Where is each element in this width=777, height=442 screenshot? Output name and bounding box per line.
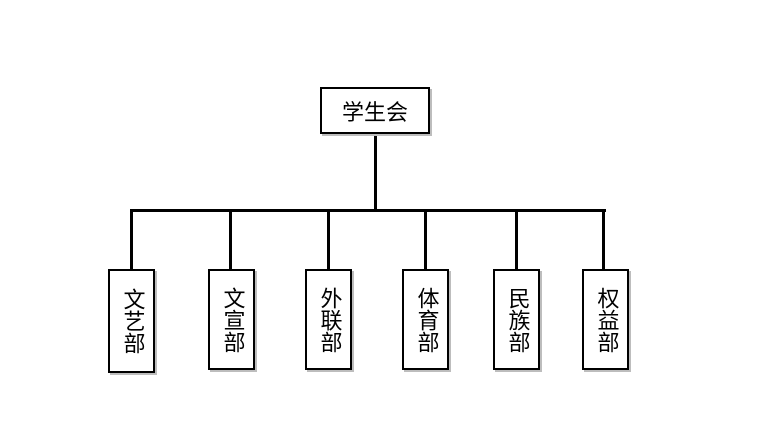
department-label: 文宣部 [219,286,245,353]
department-label: 权益部 [593,286,619,353]
department-node: 外联部 [305,269,352,370]
root-connector-line [374,133,377,211]
branch-line-5 [515,211,518,271]
branch-line-3 [327,211,330,271]
department-label: 民族部 [504,286,530,353]
department-node: 文宣部 [208,269,255,370]
branch-line-4 [424,211,427,271]
branch-line-6 [602,211,605,271]
department-label: 体育部 [413,286,439,353]
branch-line-1 [130,211,133,271]
department-label: 外联部 [316,286,342,353]
root-node: 学生会 [320,87,430,134]
horizontal-bus-line [130,209,606,212]
branch-line-2 [229,211,232,271]
root-label: 学生会 [341,100,408,126]
department-node: 体育部 [402,269,449,370]
department-node: 民族部 [493,269,540,370]
department-label: 文艺部 [119,288,145,354]
department-node: 权益部 [582,269,629,370]
department-node: 文艺部 [108,269,155,373]
